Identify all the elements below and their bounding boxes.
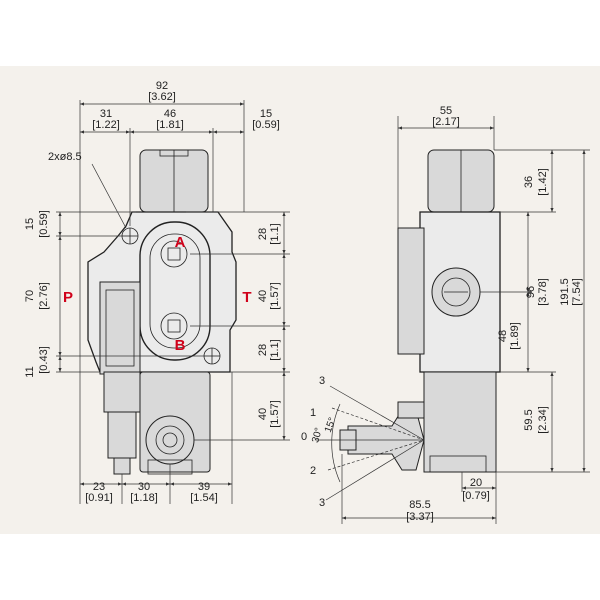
front-right-mid-inch: [1.57] (269, 282, 281, 310)
front-right-bottom-value: 40 (257, 408, 269, 420)
front-mid-width-inch: [1.81] (156, 119, 184, 131)
side-dim-48-value: 48 (497, 330, 509, 342)
side-dimension-lines (316, 116, 590, 524)
front-right-width-value: 15 (260, 108, 272, 120)
side-dim-36-value: 36 (523, 176, 535, 188)
front-bottom-3-inch: [1.54] (190, 492, 218, 504)
front-bottom-1-inch: [0.91] (85, 492, 113, 504)
front-right-lower-value: 28 (257, 344, 269, 356)
front-right-width-inch: [0.59] (252, 119, 280, 131)
port-p-label: P (63, 289, 73, 306)
front-bottom-1-value: 23 (93, 481, 105, 493)
side-dim-20-inch: [0.79] (462, 490, 490, 502)
holes-label: 2xø8.5 (48, 151, 82, 163)
front-left-mid-inch: [2.76] (38, 282, 50, 310)
front-right-mid-value: 40 (257, 290, 269, 302)
side-dim-595-value: 59.5 (523, 409, 535, 430)
port-t-label: T (242, 289, 251, 306)
front-mid-width-value: 46 (164, 108, 176, 120)
side-top-width-inch: [2.17] (432, 116, 460, 128)
front-bottom-3-value: 39 (198, 481, 210, 493)
side-top-width-value: 55 (440, 105, 452, 117)
front-right-top-value: 28 (257, 228, 269, 240)
port-b-label: B (175, 337, 186, 354)
port-a-label: A (175, 234, 186, 251)
side-dim-1915-value: 191.5 (559, 278, 571, 306)
lever-pos-0: 0 (301, 431, 307, 443)
side-dim-1915-inch: [7.54] (571, 278, 583, 306)
lever-angle-30: 30° (310, 427, 325, 444)
front-valve-body (87, 149, 237, 475)
front-bottom-2-inch: [1.18] (130, 492, 158, 504)
front-left-width-inch: [1.22] (92, 119, 120, 131)
side-dim-20-value: 20 (470, 477, 482, 489)
front-right-lower-inch: [1.1] (269, 339, 281, 360)
side-dim-855-inch: [3.37] (406, 511, 434, 523)
front-left-top-value: 15 (24, 218, 36, 230)
front-total-width-inch: [3.62] (148, 91, 176, 103)
side-dim-96-value: 96 (525, 286, 537, 298)
lever-pos-3-top: 3 (319, 375, 325, 387)
front-right-bottom-inch: [1.57] (269, 400, 281, 428)
lever-pos-3-bottom: 3 (319, 497, 325, 509)
lever-pos-2: 2 (310, 465, 316, 477)
front-bottom-2-value: 30 (138, 481, 150, 493)
side-dim-855-value: 85.5 (409, 499, 430, 511)
front-right-top-inch: [1.1] (269, 223, 281, 244)
side-view: 55 [2.17] 36 [1.42] 96 [3.78] 191.5 [7.5… (301, 105, 590, 524)
front-total-width-value: 92 (156, 80, 168, 92)
front-dimension-lines (56, 100, 290, 504)
front-left-top-inch: [0.59] (38, 210, 50, 238)
side-dim-48-inch: [1.89] (509, 322, 521, 350)
side-dim-595-inch: [2.34] (537, 406, 549, 434)
front-view: 92 [3.62] 31 [1.22] 46 [1.81] 15 [0.59] … (24, 80, 290, 504)
lever-angle-15: 15° (323, 416, 339, 434)
side-dim-36-inch: [1.42] (537, 168, 549, 196)
front-left-mid-value: 70 (24, 290, 36, 302)
front-left-width-value: 31 (100, 108, 112, 120)
front-left-bottom-value: 11 (24, 366, 36, 377)
side-dim-96-inch: [3.78] (537, 278, 549, 306)
lever-pos-1: 1 (310, 407, 316, 419)
front-left-bottom-inch: [0.43] (38, 346, 50, 374)
